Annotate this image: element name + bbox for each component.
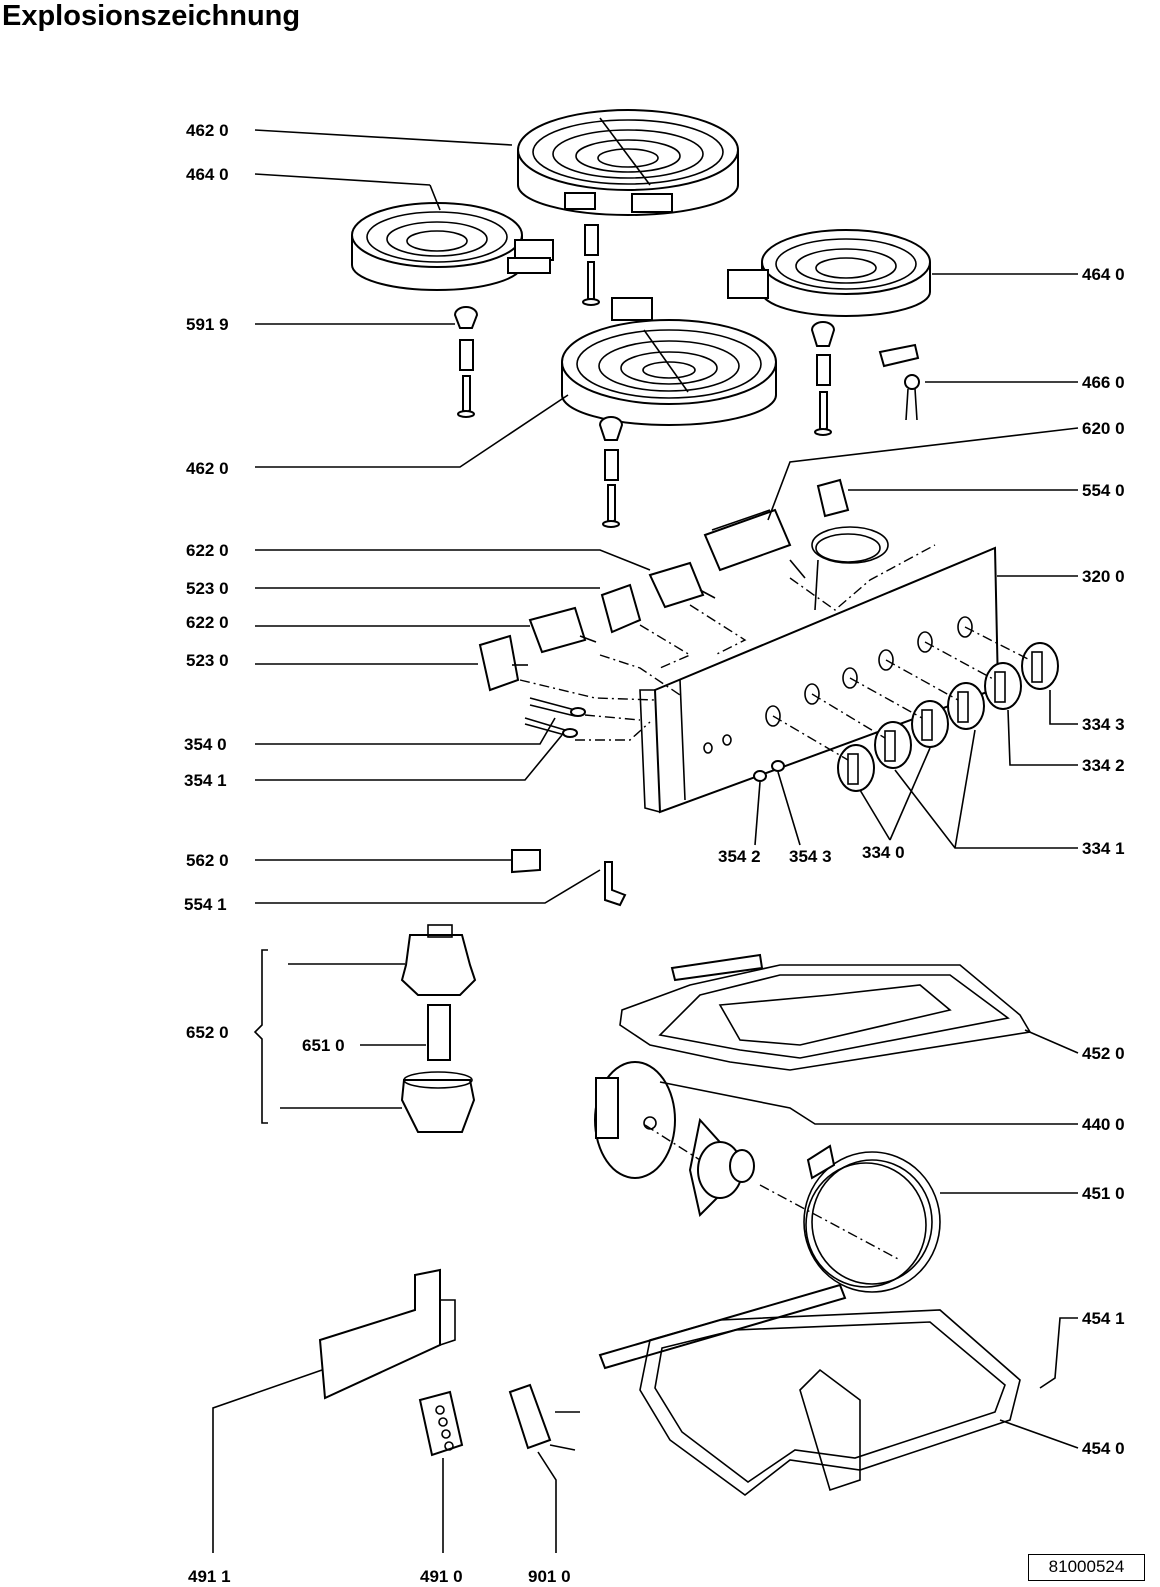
- callout-label: 334 3: [1082, 715, 1125, 734]
- hotplate-large-front: [561, 297, 777, 426]
- callout-label: 451 0: [1082, 1184, 1125, 1203]
- door-switch: [508, 1383, 580, 1451]
- callout-label: 464 0: [1082, 265, 1125, 284]
- callout-label: 901 0: [528, 1567, 571, 1586]
- callout-label: 554 1: [184, 895, 227, 914]
- assembly-brace: [253, 949, 268, 1124]
- control-knobs: [837, 642, 1059, 792]
- callout-label: 466 0: [1082, 373, 1125, 392]
- callout-label: 440 0: [1082, 1115, 1125, 1134]
- hotplate-large-top: [517, 109, 739, 216]
- callout-label: 462 0: [186, 459, 229, 478]
- callout-labels: 462 0 464 0 591 9 462 0 622 0 523 0 622 …: [184, 121, 1125, 1586]
- callout-label: 620 0: [1082, 419, 1125, 438]
- callout-label: 334 1: [1082, 839, 1125, 858]
- callout-label: 354 0: [184, 735, 227, 754]
- callout-label: 464 0: [186, 165, 229, 184]
- fan-motor-and-fan: [594, 1061, 755, 1217]
- callout-label: 523 0: [186, 651, 229, 670]
- leader-lines: [212, 129, 1079, 1553]
- spacer-screw-sets: [453, 224, 836, 528]
- indicator-lamp: [878, 343, 920, 421]
- callout-label: 334 2: [1082, 756, 1125, 775]
- callout-label: 591 9: [186, 315, 229, 334]
- clip-parts: [511, 849, 627, 907]
- callout-label: 354 3: [789, 847, 832, 866]
- page-title: Explosionszeichnung: [2, 0, 301, 32]
- callout-label: 622 0: [186, 541, 229, 560]
- callout-label: 554 0: [1082, 481, 1125, 500]
- sensors-and-wires: [524, 697, 785, 782]
- grill-element: [619, 953, 1032, 1071]
- callout-label: 454 1: [1082, 1309, 1125, 1328]
- switches-and-regulators: [478, 478, 889, 692]
- callout-label: 651 0: [302, 1036, 345, 1055]
- callout-label: 354 2: [718, 847, 761, 866]
- callout-label: 334 0: [862, 843, 905, 862]
- callout-label: 462 0: [186, 121, 229, 140]
- mounting-bracket: [318, 1268, 456, 1400]
- callout-label: 452 0: [1082, 1044, 1125, 1063]
- bottom-element: [598, 1283, 1021, 1497]
- callout-label: 652 0: [186, 1023, 229, 1042]
- terminal-block: [418, 1390, 464, 1457]
- callout-label: 320 0: [1082, 567, 1125, 586]
- callout-label: 354 1: [184, 771, 227, 790]
- oven-lamp-assembly: [400, 924, 477, 1133]
- document-number: 81000524: [1028, 1554, 1145, 1581]
- callout-label: 523 0: [186, 579, 229, 598]
- assembly-lines: [519, 544, 1031, 1261]
- callout-label: 562 0: [186, 851, 229, 870]
- hotplate-small-right: [727, 229, 931, 317]
- callout-label: 491 0: [420, 1567, 463, 1586]
- hotplate-small-left: [351, 202, 554, 291]
- callout-label: 454 0: [1082, 1439, 1125, 1458]
- callout-label: 491 1: [188, 1567, 231, 1586]
- circular-element: [803, 1144, 941, 1293]
- callout-label: 622 0: [186, 613, 229, 632]
